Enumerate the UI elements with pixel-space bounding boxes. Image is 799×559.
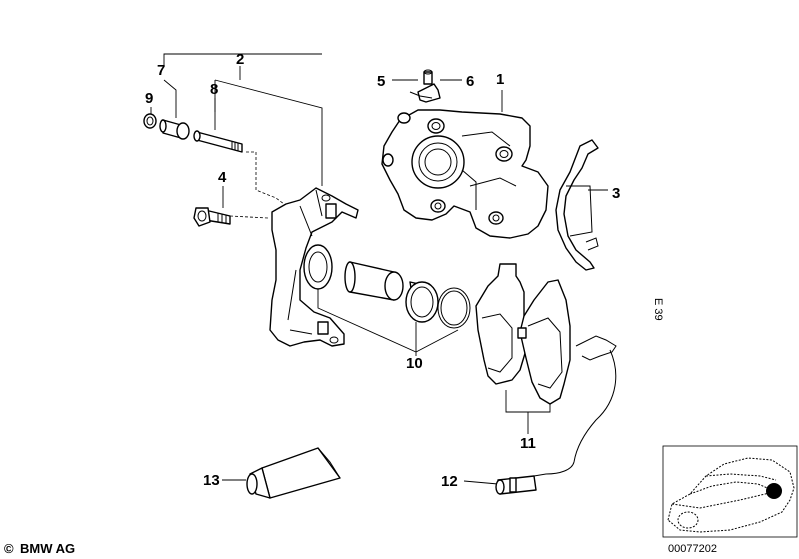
callout-9: 9	[145, 90, 153, 107]
part-5-6-bleed-screw	[409, 69, 441, 103]
brake-location-marker	[766, 483, 782, 499]
callout-11: 11	[520, 435, 536, 452]
callout-6: 6	[466, 73, 474, 90]
copyright-symbol: ©	[4, 541, 14, 556]
part-1-caliper-housing	[381, 109, 549, 239]
callout-8: 8	[210, 81, 218, 98]
part-13-grease-tube	[246, 447, 341, 499]
part-11-brake-pads	[475, 263, 571, 405]
model-code: E 39	[652, 298, 664, 321]
callout-1: 1	[496, 71, 504, 88]
callout-7: 7	[157, 62, 165, 79]
part-2-carrier	[269, 187, 359, 347]
part-3-spring	[555, 139, 599, 271]
car-location-thumbnail	[662, 445, 798, 538]
part-8-guide-pin	[193, 130, 243, 153]
callout-3: 3	[612, 185, 620, 202]
callout-10: 10	[406, 355, 423, 372]
callout-2: 2	[236, 51, 244, 68]
part-7-sleeve	[159, 119, 190, 140]
copyright-text: BMW AG	[20, 541, 75, 556]
part-12-wear-sensor	[495, 335, 617, 495]
part-9-cap	[143, 113, 157, 129]
diagram-id: 00077202	[668, 543, 717, 555]
callout-12: 12	[441, 473, 458, 490]
part-4-bolt	[193, 207, 231, 227]
callout-4: 4	[218, 169, 227, 186]
guide-dash	[246, 151, 293, 211]
part-10-piston-set	[303, 244, 471, 329]
guide-dash-2	[229, 215, 269, 219]
callout-13: 13	[203, 472, 220, 489]
callout-5: 5	[377, 73, 385, 90]
